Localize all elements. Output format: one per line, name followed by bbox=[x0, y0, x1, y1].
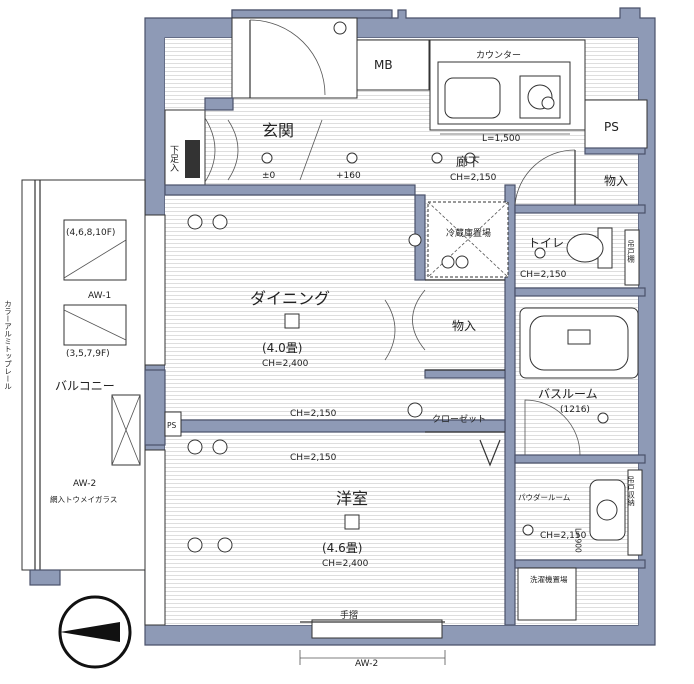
glass-label: 網入トウメイガラス bbox=[50, 494, 117, 504]
washer-label: 洗濯機置場 bbox=[530, 574, 568, 584]
balcony bbox=[21, 179, 166, 626]
shoe-cabinet bbox=[185, 117, 239, 183]
window-floors-a: (4,6,8,10F) bbox=[66, 228, 115, 238]
north-compass-icon bbox=[58, 595, 132, 669]
bottom-window bbox=[299, 619, 446, 665]
shoe-cabinet-label: 下足入 bbox=[168, 145, 179, 172]
corridor-doors bbox=[299, 119, 576, 206]
fridge-label: 冷蔵庫置場 bbox=[446, 227, 491, 239]
storage-label-dining: 物入 bbox=[452, 319, 476, 333]
closet-label: クローゼット bbox=[432, 413, 486, 425]
toilet-fixture bbox=[566, 227, 640, 286]
ps-label-left: PS bbox=[167, 421, 177, 430]
toilet-label: トイレ bbox=[528, 236, 564, 250]
counter-length: L=1,500 bbox=[482, 134, 521, 144]
dining-size: (4.0畳) bbox=[262, 341, 302, 355]
western-room-size: (4.6畳) bbox=[322, 541, 362, 555]
corridor-level: +160 bbox=[336, 171, 361, 181]
ps-label-top: PS bbox=[604, 120, 619, 134]
washer-area bbox=[517, 567, 577, 621]
counter-label: カウンター bbox=[476, 50, 521, 61]
bathtub bbox=[519, 307, 639, 456]
window-floors-b: (3,5,7,9F) bbox=[66, 349, 110, 359]
handrail-label: 手摺 bbox=[340, 609, 358, 621]
interior-walls bbox=[164, 97, 646, 626]
balcony-label: バルコニー bbox=[55, 379, 115, 393]
powder-length: L=900 bbox=[574, 528, 583, 553]
entrance-label: 玄関 bbox=[262, 121, 294, 140]
kitchen-counter bbox=[437, 61, 571, 135]
light-fixtures bbox=[187, 152, 609, 553]
window-aw2-left: AW-2 bbox=[73, 479, 96, 489]
toilet-shelf-label: 吊戸棚 bbox=[626, 240, 635, 264]
toilet-ceiling-height: CH=2,150 bbox=[520, 270, 567, 280]
ceiling-height-b: CH=2,150 bbox=[290, 453, 337, 463]
closet-door bbox=[425, 431, 505, 467]
corridor-label: 廊下 bbox=[456, 154, 480, 169]
powder-room-label: パウダールーム bbox=[518, 492, 570, 502]
dining-ceiling-height: CH=2,400 bbox=[262, 359, 309, 369]
ps-box-left bbox=[164, 411, 182, 437]
railing-label: カラーアルミトップレール bbox=[3, 300, 12, 390]
dining-label: ダイニング bbox=[250, 289, 330, 308]
entrance-level: ±0 bbox=[262, 171, 276, 181]
storage-doors bbox=[384, 279, 505, 371]
fridge-area bbox=[427, 201, 509, 278]
powder-storage-label: 吊戸収納 bbox=[626, 476, 635, 508]
mb-label: MB bbox=[374, 58, 393, 72]
window-aw1: AW-1 bbox=[88, 291, 111, 301]
corridor-ceiling-height: CH=2,150 bbox=[450, 173, 497, 183]
entrance-door bbox=[249, 19, 347, 98]
western-room-label: 洋室 bbox=[336, 489, 368, 508]
bathroom-size: (1216) bbox=[560, 405, 590, 415]
storage-label-corridor: 物入 bbox=[604, 174, 628, 188]
powder-ceiling-height: CH=2,150 bbox=[540, 531, 587, 541]
bathroom-label: バスルーム bbox=[538, 387, 598, 401]
window-aw2-bottom: AW-2 bbox=[355, 659, 378, 669]
powder-basin bbox=[589, 469, 643, 556]
western-ceiling-height: CH=2,400 bbox=[322, 559, 369, 569]
ceiling-height-a: CH=2,150 bbox=[290, 409, 337, 419]
